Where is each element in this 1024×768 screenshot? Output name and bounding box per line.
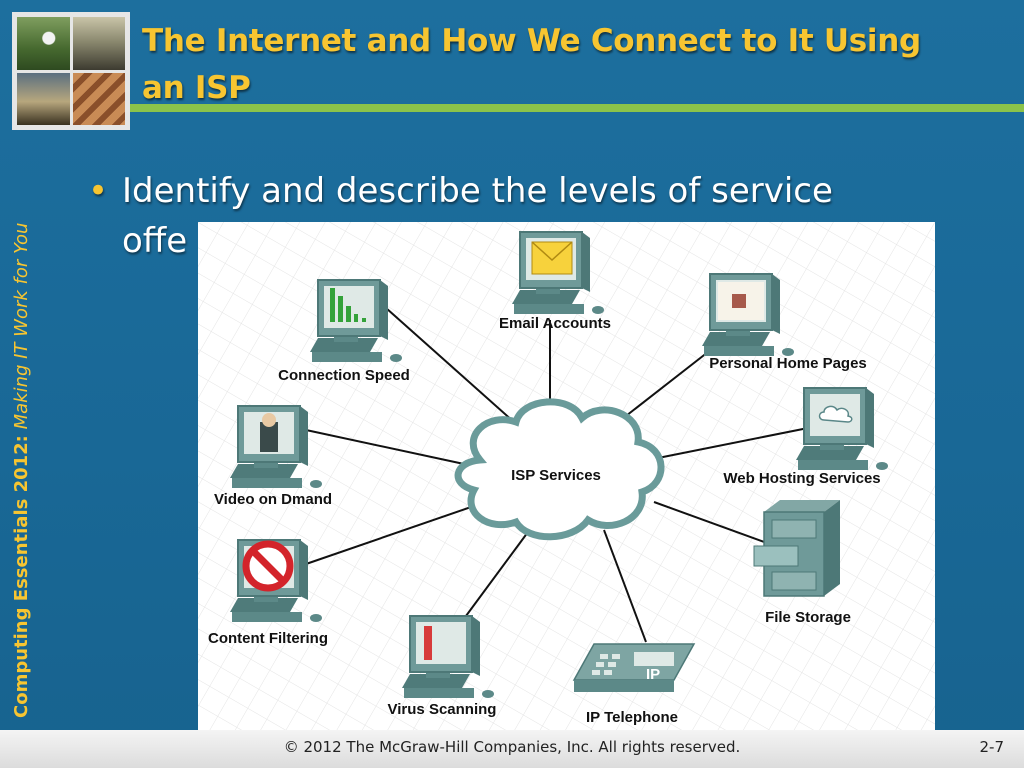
node-content-filtering-label: Content Filtering bbox=[208, 630, 328, 647]
golf-ball-photo bbox=[17, 17, 70, 70]
slide-footer: © 2012 The McGraw-Hill Companies, Inc. A… bbox=[0, 730, 1024, 768]
node-connection-speed-label: Connection Speed bbox=[278, 367, 410, 384]
slide-title: The Internet and How We Connect to It Us… bbox=[142, 23, 921, 106]
side-course-label: Computing Essentials 2012: Making IT Wor… bbox=[6, 158, 38, 718]
person-video-icon bbox=[260, 422, 278, 452]
node-virus-scanning-label: Virus Scanning bbox=[388, 701, 497, 718]
webpage-photo-icon bbox=[732, 294, 746, 308]
bullet-text: Identify and describe the levels of serv… bbox=[122, 171, 833, 261]
node-content-filtering bbox=[229, 539, 323, 623]
copyright-notice: © 2012 The McGraw-Hill Companies, Inc. A… bbox=[283, 738, 741, 756]
bullet-point: • Identify and describe the levels of se… bbox=[88, 166, 908, 266]
cloud-label: ISP Services bbox=[511, 467, 601, 484]
node-email-label: Email Accounts bbox=[499, 315, 611, 332]
node-video bbox=[229, 405, 323, 489]
node-virus-scanning bbox=[401, 615, 495, 699]
bullet-dot-icon: • bbox=[88, 171, 109, 211]
cloud-icon bbox=[818, 405, 853, 423]
node-ip-telephone: IP bbox=[572, 643, 696, 692]
node-web-hosting-label: Web Hosting Services bbox=[723, 470, 880, 487]
slide-header: The Internet and How We Connect to It Us… bbox=[0, 0, 1024, 130]
page-number: 2-7 bbox=[979, 738, 1005, 756]
node-file-storage-label: File Storage bbox=[765, 609, 851, 626]
node-ip-telephone-label: IP Telephone bbox=[586, 709, 678, 726]
connection-lines bbox=[305, 307, 809, 643]
envelope-icon bbox=[531, 241, 573, 262]
side-label-subtitle: Making IT Work for You bbox=[11, 222, 32, 436]
signal-bars-icon bbox=[330, 288, 366, 322]
ip-badge: IP bbox=[646, 666, 660, 683]
roof-tiles-photo bbox=[72, 72, 125, 125]
title-divider bbox=[130, 104, 1024, 112]
node-video-label: Video on Dmand bbox=[214, 491, 332, 508]
node-home-pages-label: Personal Home Pages bbox=[709, 355, 867, 372]
scan-bar-icon bbox=[424, 626, 432, 660]
isp-cloud: ISP Services bbox=[454, 398, 665, 541]
sky-landscape-photo bbox=[17, 72, 70, 125]
isp-services-diagram: ISP Services Email Accounts Personal Hom… bbox=[198, 222, 935, 730]
node-file-storage bbox=[753, 500, 840, 597]
person-landscape-photo bbox=[72, 17, 125, 70]
node-connection-speed bbox=[309, 279, 403, 363]
node-email bbox=[511, 231, 605, 315]
side-label-book: Computing Essentials 2012: bbox=[11, 435, 32, 718]
header-photo-collage bbox=[12, 12, 130, 130]
node-web-hosting bbox=[795, 387, 889, 471]
node-home-pages bbox=[701, 273, 795, 357]
diagram-svg: ISP Services Email Accounts Personal Hom… bbox=[198, 222, 935, 730]
